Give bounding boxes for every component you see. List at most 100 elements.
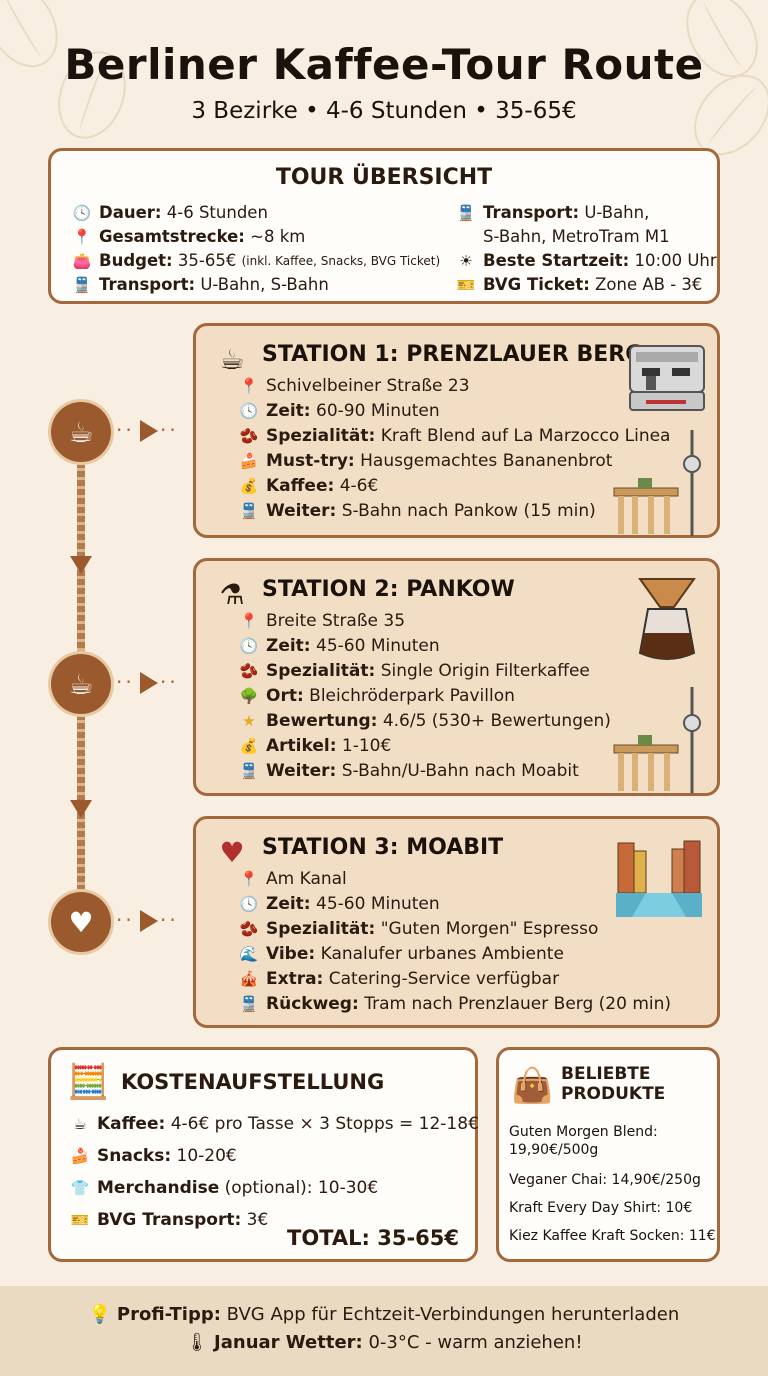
cost-coffee: ☕Kaffee: 4-6€ pro Tasse × 3 Stopps = 12-… — [69, 1114, 479, 1134]
coffee-dripper-icon: ⚗ — [219, 578, 245, 611]
station-3-specialty: 🫘Spezialität: "Guten Morgen" Espresso — [239, 919, 599, 939]
station-2-rating: ★Bewertung: 4.6/5 (530+ Bewertungen) — [238, 711, 611, 731]
cost-merch: 👕Merchandise (optional): 10-30€ — [70, 1178, 379, 1198]
connector-dots: ·· — [160, 908, 179, 932]
train-icon: 🚆 — [239, 502, 259, 520]
station-2-card: ⚗ STATION 2: PANKOW 📍Breite Straße 35 🕓Z… — [193, 558, 720, 796]
espresso-machine-icon — [629, 345, 705, 411]
connector-dots: ·· — [160, 418, 179, 442]
arrow-down-icon — [70, 800, 92, 818]
pin-icon: 📍 — [239, 377, 259, 395]
shopping-bag-icon: 👜 — [511, 1066, 554, 1106]
station-3-address: 📍Am Kanal — [239, 869, 347, 889]
overview-duration: 🕓 Dauer: 4-6 Stunden — [72, 203, 268, 222]
clock-icon: 🕓 — [72, 203, 92, 222]
connector-dots: ·· — [116, 418, 135, 442]
arrow-right-icon — [140, 672, 158, 694]
cost-total: TOTAL: 35-65€ — [287, 1226, 459, 1250]
station-1-title: STATION 1: PRENZLAUER BERG — [262, 342, 644, 367]
train-icon: 🚆 — [239, 995, 259, 1013]
footer: 💡 Profi-Tipp: BVG App für Echtzeit-Verbi… — [0, 1286, 768, 1376]
canal-illustration-icon — [616, 833, 702, 917]
heart-cup-icon: ♥ — [219, 836, 245, 869]
calculator-icon: 🧮 — [67, 1062, 110, 1102]
overview-distance: 📍 Gesamtstrecke: ~8 km — [72, 227, 306, 246]
pro-tip: 💡 Profi-Tipp: BVG App für Echtzeit-Verbi… — [88, 1304, 680, 1325]
station-2-specialty: 🫘Spezialität: Single Origin Filterkaffee — [239, 661, 590, 681]
overview-transport-left: 🚆 Transport: U-Bahn, S-Bahn — [72, 275, 329, 294]
weather-tip: 🌡 Januar Wetter: 0-3°C - warm anziehen! — [185, 1332, 583, 1353]
wallet-icon: 👛 — [72, 251, 92, 270]
pour-over-icon — [638, 578, 696, 660]
cost-transport: 🎫BVG Transport: 3€ — [70, 1210, 269, 1230]
station-3-card: ♥ STATION 3: MOABIT 📍Am Kanal 🕓Zeit: 45-… — [193, 816, 720, 1028]
product-item: Veganer Chai: 14,90€/250g — [509, 1172, 701, 1188]
station-1-address: 📍Schivelbeiner Straße 23 — [239, 376, 470, 396]
station-2-location: 🌳Ort: Bleichröderpark Pavillon — [239, 686, 515, 706]
tour-overview-card: TOUR ÜBERSICHT 🕓 Dauer: 4-6 Stunden 📍 Ge… — [48, 148, 720, 304]
arrow-down-icon — [70, 556, 92, 574]
station-3-extra: 🎪Extra: Catering-Service verfügbar — [239, 969, 560, 989]
clock-icon: 🕓 — [239, 637, 259, 655]
station-2-items: 💰Artikel: 1-10€ — [239, 736, 392, 756]
cost-snacks: 🍰Snacks: 10-20€ — [70, 1146, 237, 1166]
coffee-cup-icon: ☕ — [68, 415, 94, 449]
station-2-title: STATION 2: PANKOW — [262, 577, 515, 602]
pin-icon: 📍 — [239, 870, 259, 888]
station-1-specialty: 🫘Spezialität: Kraft Blend auf La Marzocc… — [239, 426, 671, 446]
berlin-landmark-icon — [613, 687, 701, 793]
station-2-node: ☕ — [51, 654, 111, 714]
moneybag-icon: 💰 — [239, 477, 259, 495]
overview-start-time: ☀ Beste Startzeit: 10:00 Uhr — [455, 251, 716, 270]
wave-icon: 🌊 — [239, 945, 259, 963]
station-2-address: 📍Breite Straße 35 — [239, 611, 406, 631]
overview-ticket: 🎫 BVG Ticket: Zone AB - 3€ — [456, 275, 703, 294]
station-3-title: STATION 3: MOABIT — [262, 835, 504, 860]
arrow-right-icon — [140, 420, 158, 442]
cake-icon: 🍰 — [70, 1147, 90, 1165]
overview-transport-right-cont: S-Bahn, MetroTram M1 — [483, 227, 670, 246]
sun-icon: ☀ — [459, 251, 473, 270]
lightbulb-icon: 💡 — [88, 1304, 112, 1325]
bean-icon: 🫘 — [239, 662, 259, 680]
clock-icon: 🕓 — [239, 895, 259, 913]
shirt-icon: 👕 — [70, 1179, 90, 1197]
train-icon: 🚆 — [239, 762, 259, 780]
coffee-icon: ☕ — [73, 1115, 87, 1133]
overview-budget: 👛 Budget: 35-65€ (inkl. Kaffee, Snacks, … — [72, 251, 441, 270]
product-item: 19,90€/500g — [509, 1142, 599, 1158]
popular-products-card: 👜 BELIEBTE PRODUKTE Guten Morgen Blend: … — [496, 1047, 720, 1262]
station-1-must-try: 🍰Must-try: Hausgemachtes Bananenbrot — [239, 451, 613, 471]
heart-cup-icon: ♥ — [68, 905, 94, 939]
cost-heading: KOSTENAUFSTELLUNG — [121, 1070, 385, 1094]
product-item: Guten Morgen Blend: — [509, 1124, 658, 1140]
overview-heading: TOUR ÜBERSICHT — [275, 165, 493, 190]
carousel-icon: 🎪 — [239, 970, 259, 988]
connector-dots: ·· — [116, 670, 135, 694]
station-1-time: 🕓Zeit: 60-90 Minuten — [239, 401, 440, 421]
ticket-icon: 🎫 — [70, 1211, 90, 1229]
station-1-next: 🚆Weiter: S-Bahn nach Pankow (15 min) — [239, 501, 596, 521]
page-title: Berliner Kaffee-Tour Route — [64, 40, 704, 89]
moneybag-icon: 💰 — [239, 737, 259, 755]
station-3-node: ♥ — [51, 892, 111, 952]
station-3-return: 🚆Rückweg: Tram nach Prenzlauer Berg (20 … — [239, 994, 672, 1014]
cost-breakdown-card: 🧮 KOSTENAUFSTELLUNG ☕Kaffee: 4-6€ pro Ta… — [48, 1047, 479, 1262]
station-1-card: ☕ STATION 1: PRENZLAUER BERG 📍Schivelbei… — [193, 323, 720, 538]
coffee-cup-icon: ☕ — [219, 343, 245, 376]
station-1-node: ☕ — [51, 402, 111, 462]
thermometer-icon: 🌡 — [185, 1332, 209, 1353]
clock-icon: 🕓 — [239, 402, 259, 420]
connector-dots: ·· — [160, 670, 179, 694]
pin-icon: 📍 — [72, 227, 92, 246]
product-item: Kiez Kaffee Kraft Socken: 11€ — [509, 1228, 716, 1244]
station-2-time: 🕓Zeit: 45-60 Minuten — [239, 636, 440, 656]
station-3-time: 🕓Zeit: 45-60 Minuten — [239, 894, 440, 914]
pin-icon: 📍 — [239, 612, 259, 630]
train-icon: 🚆 — [456, 203, 476, 222]
page-subtitle: 3 Bezirke • 4-6 Stunden • 35-65€ — [191, 98, 577, 124]
coffee-cup-icon: ☕ — [68, 667, 94, 701]
station-2-next: 🚆Weiter: S-Bahn/U-Bahn nach Moabit — [239, 761, 579, 781]
overview-transport-right: 🚆 Transport: U-Bahn, — [456, 203, 650, 222]
connector-dots: ·· — [116, 908, 135, 932]
